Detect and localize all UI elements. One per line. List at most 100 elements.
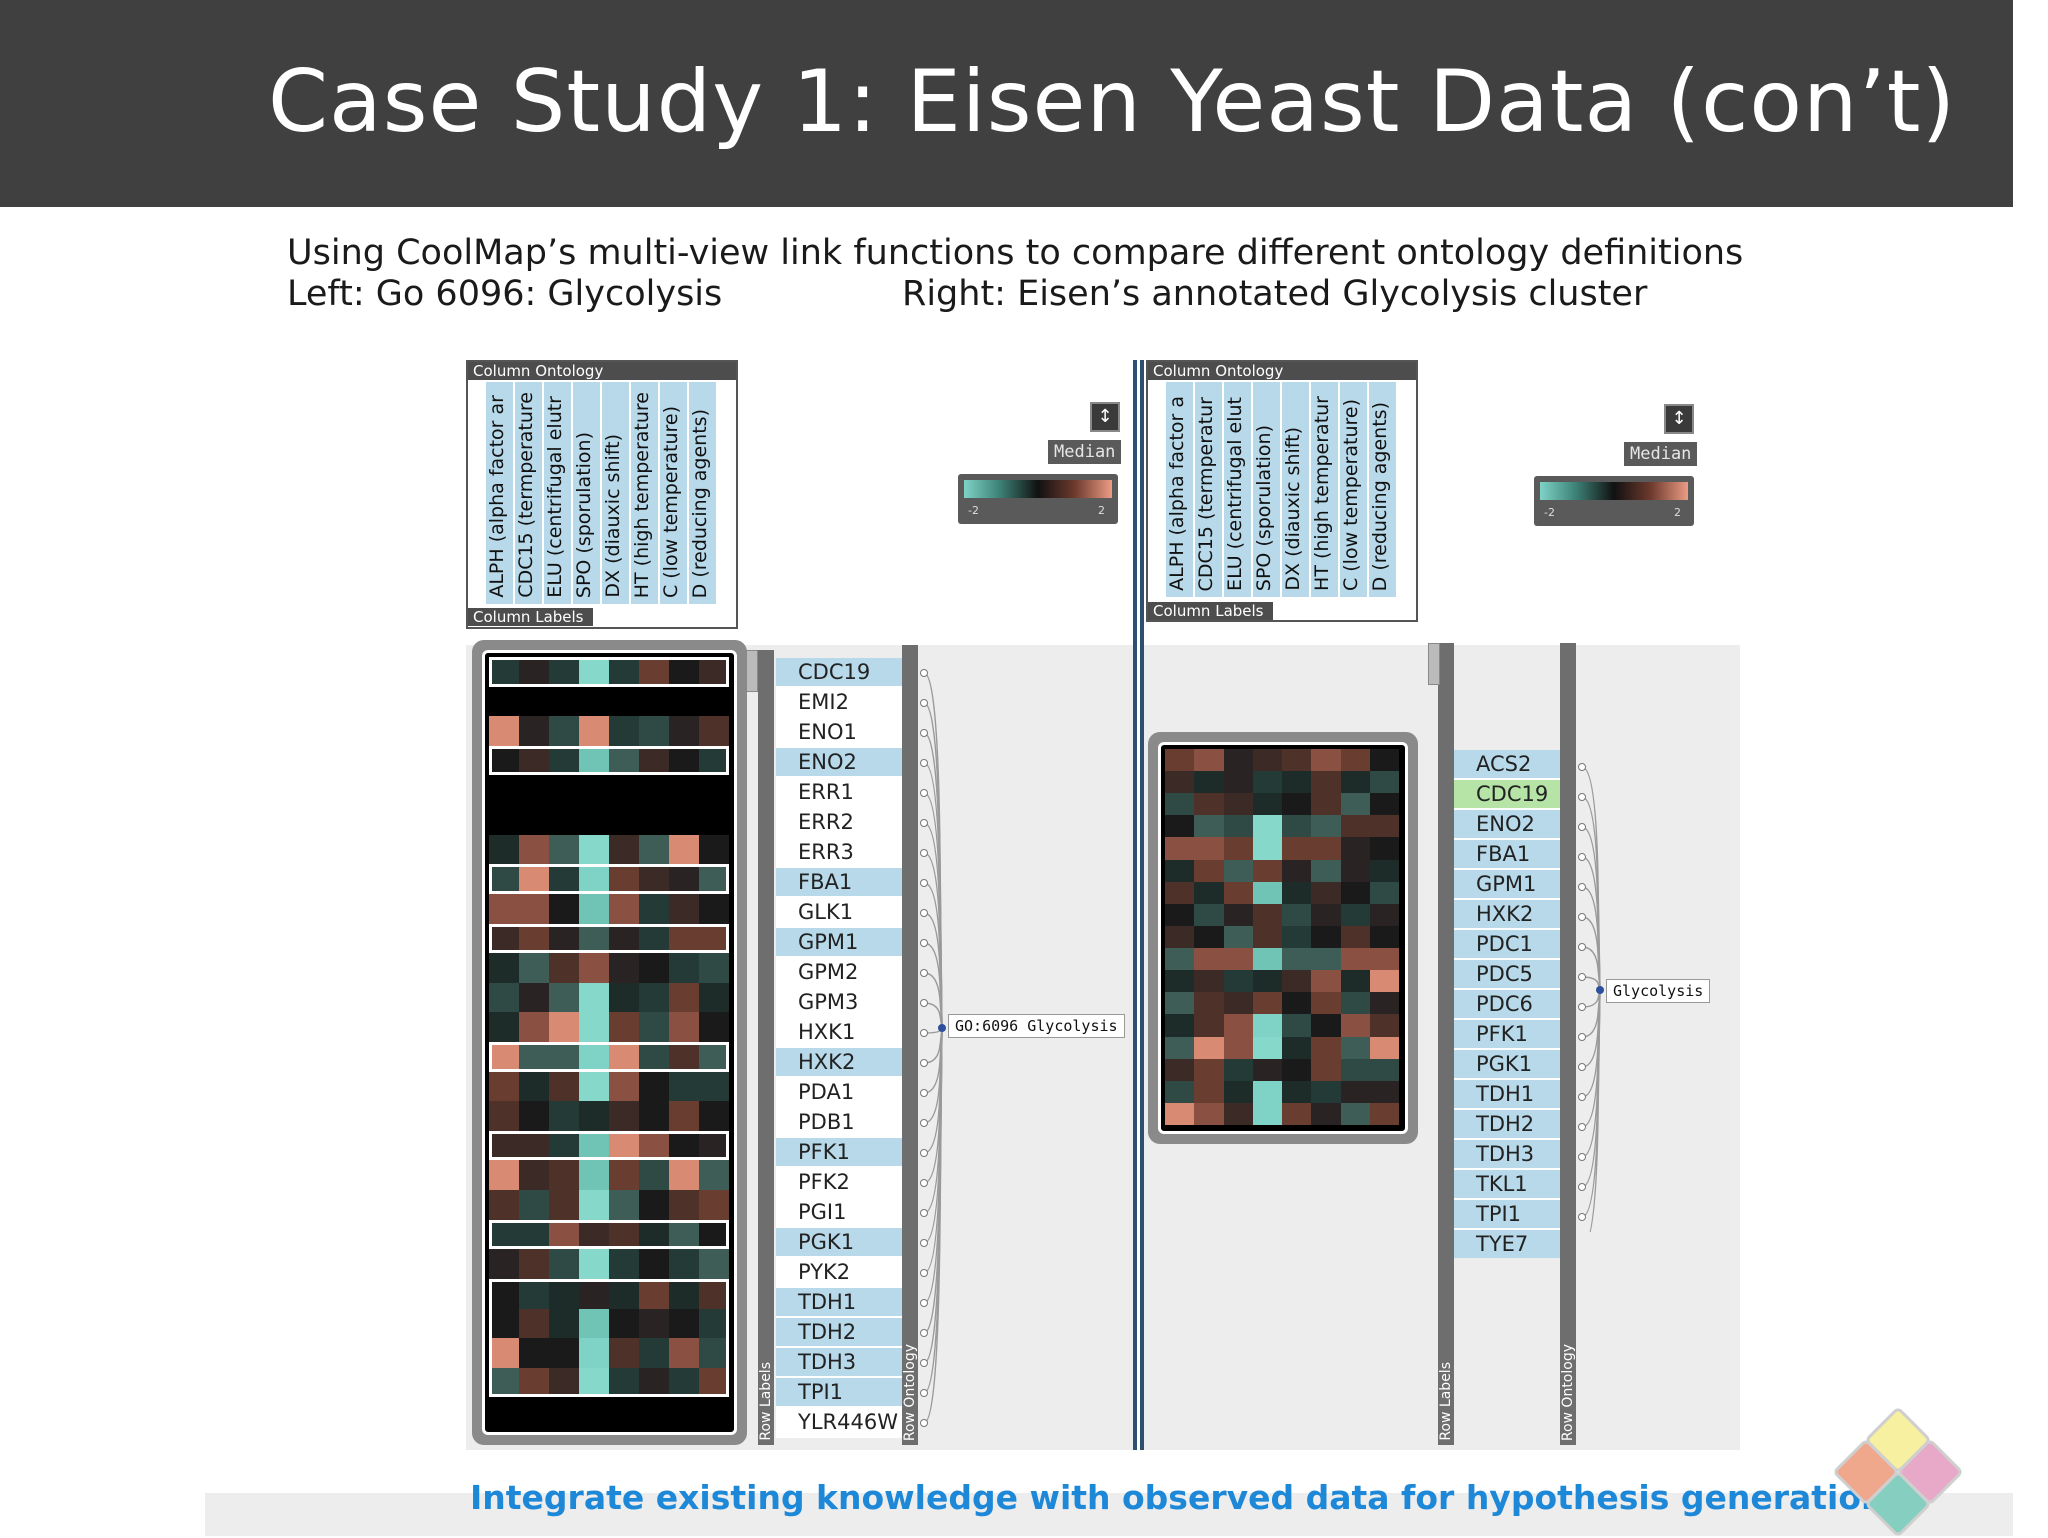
heatmap-cell xyxy=(489,1338,519,1368)
left-gene-row-label[interactable]: PGI1 xyxy=(798,1200,847,1224)
right-ontology-node-tag[interactable]: Glycolysis xyxy=(1606,979,1711,1003)
right-gene-row-label[interactable]: FBA1 xyxy=(1454,840,1560,868)
right-gene-row-label[interactable]: TPI1 xyxy=(1454,1200,1560,1228)
heatmap-cell xyxy=(639,1130,669,1161)
right-gene-row-label[interactable]: TYE7 xyxy=(1454,1230,1560,1258)
right-row-labels-bar[interactable]: Row Labels xyxy=(1438,643,1454,1445)
right-gene-row-label[interactable]: GPM1 xyxy=(1454,870,1560,898)
left-gene-row-label[interactable]: YLR446W xyxy=(798,1410,898,1434)
left-scroll-handle[interactable] xyxy=(746,650,758,692)
left-gene-row-label[interactable]: TDH3 xyxy=(776,1348,908,1376)
right-scroll-handle[interactable] xyxy=(1428,643,1440,685)
right-heatmap[interactable] xyxy=(1158,742,1408,1134)
right-column-label[interactable]: HT (high temperatur xyxy=(1311,382,1338,597)
right-gene-row-label[interactable]: PGK1 xyxy=(1454,1050,1560,1078)
left-gene-row-label[interactable]: ERR2 xyxy=(798,810,854,834)
left-gene-row-label[interactable]: GPM1 xyxy=(776,928,908,956)
right-gene-row-label[interactable]: ACS2 xyxy=(1454,750,1560,778)
heatmap-cell xyxy=(699,1130,729,1161)
right-column-label[interactable]: SPO (sporulation) xyxy=(1253,382,1280,597)
right-gene-row-label[interactable]: PDC1 xyxy=(1454,930,1560,958)
heatmap-cell xyxy=(489,1042,519,1072)
left-column-label[interactable]: D (reducing agents) xyxy=(689,382,716,604)
ontology-leaf-node xyxy=(1578,853,1586,861)
left-column-label[interactable]: C (low temperature) xyxy=(660,382,687,604)
four-diamond-logo-icon xyxy=(1830,1406,1964,1538)
heatmap-cell xyxy=(1165,837,1195,860)
left-gene-row-label[interactable]: PGK1 xyxy=(776,1228,908,1256)
left-gene-row-label[interactable]: FBA1 xyxy=(776,868,908,896)
left-ontology-node-tag[interactable]: GO:6096 Glycolysis xyxy=(948,1014,1125,1038)
right-gene-row-label[interactable]: HXK2 xyxy=(1454,900,1560,928)
right-column-label[interactable]: D (reducing agents) xyxy=(1369,382,1396,597)
heatmap-cell xyxy=(1252,881,1282,904)
left-row-labels-bar[interactable]: Row Labels xyxy=(758,650,774,1445)
left-gene-row-label[interactable]: EMI2 xyxy=(798,690,849,714)
left-column-label[interactable]: DX (diauxic shift) xyxy=(602,382,629,604)
left-gene-row-label[interactable]: ENO1 xyxy=(798,720,857,744)
left-gene-row-label[interactable]: PYK2 xyxy=(798,1260,851,1284)
left-gene-row-label[interactable]: HXK2 xyxy=(776,1048,908,1076)
heatmap-cell xyxy=(489,1012,519,1042)
right-column-label[interactable]: CDC15 (termperatur xyxy=(1195,382,1222,597)
left-gene-row-label[interactable]: PFK1 xyxy=(776,1138,908,1166)
right-column-label[interactable]: ELU (centrifugal elut xyxy=(1224,382,1251,597)
heatmap-cell xyxy=(1223,1058,1253,1081)
heatmap-cell xyxy=(669,1012,699,1042)
heatmap-cell xyxy=(1311,837,1341,860)
left-column-label[interactable]: ELU (centrifugal elutr xyxy=(544,382,571,604)
heatmap-cell xyxy=(1340,903,1370,926)
left-gene-row-label[interactable]: CDC19 xyxy=(776,658,908,686)
left-gene-row-label[interactable]: HXK1 xyxy=(798,1020,856,1044)
heatmap-cell xyxy=(669,1219,699,1250)
right-gene-row-label[interactable]: PDC5 xyxy=(1454,960,1560,988)
left-column-label[interactable]: SPO (sporulation) xyxy=(573,382,600,604)
left-gene-row-label[interactable]: ENO2 xyxy=(776,748,908,776)
left-column-label[interactable]: HT (high temperature xyxy=(631,382,658,604)
heatmap-cell xyxy=(1282,771,1312,794)
heatmap-cell xyxy=(609,1308,639,1339)
resize-icon[interactable]: ↕ xyxy=(1090,402,1120,432)
heatmap-cell xyxy=(609,1042,639,1072)
left-gene-row-label[interactable]: PDB1 xyxy=(798,1110,855,1134)
left-gene-row-label[interactable]: TPI1 xyxy=(776,1378,908,1406)
heatmap-cell xyxy=(669,834,699,865)
heatmap-cell xyxy=(669,805,699,835)
right-column-label[interactable]: DX (diauxic shift) xyxy=(1282,382,1309,597)
right-gene-row-label[interactable]: TDH2 xyxy=(1454,1110,1560,1138)
left-gene-row-label[interactable]: PFK2 xyxy=(798,1170,850,1194)
left-gene-row-label[interactable]: ERR1 xyxy=(798,780,854,804)
left-gene-row-label[interactable]: GPM3 xyxy=(798,990,859,1014)
right-gene-row-label[interactable]: CDC19 xyxy=(1454,780,1560,808)
right-gene-row-label[interactable]: TDH3 xyxy=(1454,1140,1560,1168)
heatmap-cell xyxy=(579,1278,609,1309)
heatmap-cell xyxy=(1340,749,1370,772)
left-gene-row-label[interactable]: GLK1 xyxy=(798,900,854,924)
left-heatmap-cells xyxy=(489,657,729,1427)
left-gene-row-label[interactable]: TDH1 xyxy=(776,1288,908,1316)
ontology-leaf-node xyxy=(920,1389,928,1397)
heatmap-cell xyxy=(609,1190,639,1220)
left-column-label[interactable]: ALPH (alpha factor ar xyxy=(486,382,513,604)
footer-text: Integrate existing knowledge with observ… xyxy=(470,1478,1885,1517)
left-column-label[interactable]: CDC15 (termperature xyxy=(515,382,542,604)
right-column-label[interactable]: ALPH (alpha factor a xyxy=(1166,382,1193,597)
left-gene-row-label[interactable]: ERR3 xyxy=(798,840,854,864)
right-row-ontology-bar[interactable]: Row Ontology xyxy=(1560,643,1576,1445)
left-gene-row-label[interactable]: PDA1 xyxy=(798,1080,855,1104)
left-highlighted-row-box xyxy=(489,657,729,687)
right-gene-row-label[interactable]: ENO2 xyxy=(1454,810,1560,838)
heatmap-cell xyxy=(579,982,609,1013)
right-gene-row-label[interactable]: TDH1 xyxy=(1454,1080,1560,1108)
right-gene-row-label[interactable]: PFK1 xyxy=(1454,1020,1560,1048)
right-column-label[interactable]: C (low temperature) xyxy=(1340,382,1367,597)
left-gene-row-label[interactable]: TDH2 xyxy=(776,1318,908,1346)
left-heatmap[interactable] xyxy=(482,650,737,1435)
heatmap-cell xyxy=(489,1160,519,1191)
resize-icon-right[interactable]: ↕ xyxy=(1664,404,1694,434)
right-gene-row-label[interactable]: PDC6 xyxy=(1454,990,1560,1018)
right-gene-row-label[interactable]: TKL1 xyxy=(1454,1170,1560,1198)
left-gene-row-label[interactable]: GPM2 xyxy=(798,960,859,984)
left-row-ontology-bar[interactable]: Row Ontology xyxy=(902,645,918,1445)
